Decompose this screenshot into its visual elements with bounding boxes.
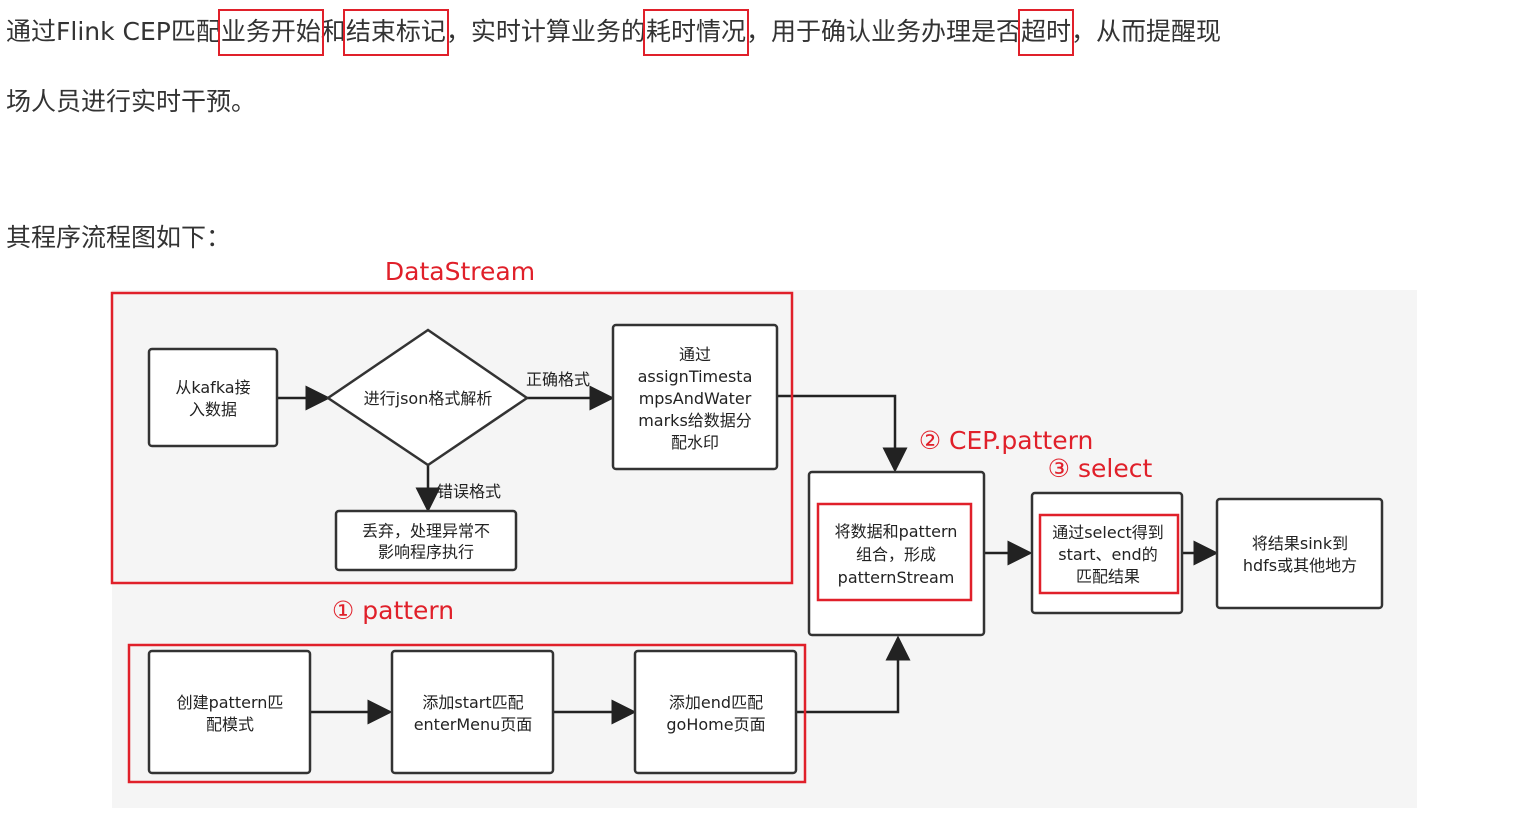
node-select-result — [1030, 491, 1184, 615]
node-text-line: 通过select得到 — [1052, 523, 1164, 542]
text-segment: 和 — [320, 17, 346, 46]
node-text-line: hdfs或其他地方 — [1243, 556, 1357, 575]
node-combine — [807, 470, 986, 637]
node-combine-text: 将数据和pattern 组合，形成 patternStream — [835, 522, 958, 587]
node-json-parse-text: 进行json格式解析 — [364, 389, 493, 408]
highlighted-term: 结束标记 — [345, 17, 446, 46]
edge-label-error: 错误格式 — [437, 482, 501, 501]
highlighted-term: 超时 — [1020, 17, 1071, 46]
node-text-line: marks给数据分 — [638, 411, 752, 430]
highlight-combine — [816, 502, 973, 602]
edge-end-to-combine — [797, 635, 911, 714]
node-text-line: 从kafka接 — [175, 378, 250, 397]
node-json-parse — [325, 328, 530, 467]
node-text-line: mpsAndWater — [639, 389, 752, 408]
flow-intro: 其程序流程图如下： — [6, 223, 232, 252]
node-text-line: 丢弃，处理异常不 — [362, 522, 490, 541]
text-segment: ，实时计算业务的 — [445, 17, 646, 46]
highlighted-term: 耗时情况 — [645, 17, 746, 46]
node-text-line: start、end的 — [1058, 545, 1157, 564]
edge-assign-to-combine — [778, 394, 908, 473]
node-text-line: 组合，形成 — [856, 545, 936, 564]
highlight-datastream — [110, 291, 794, 585]
node-text-line: 匹配结果 — [1076, 567, 1140, 586]
section-pattern-title: ① pattern — [332, 596, 454, 625]
node-text-line: goHome页面 — [666, 715, 765, 734]
node-add-start-text: 添加start匹配 enterMenu页面 — [414, 693, 533, 734]
node-text-line: 配水印 — [671, 433, 719, 452]
section-datastream-title: DataStream — [385, 257, 535, 286]
node-create-pattern-text: 创建pattern匹配模式 — [177, 693, 284, 734]
node-text-line: 入数据 — [189, 400, 237, 419]
node-discard-text: 丢弃，处理异常不影响程序执行 — [362, 522, 490, 562]
text-segment: 通过Flink CEP匹配 — [6, 17, 221, 46]
node-sink-text: 将结果sink到 hdfs或其他地方 — [1243, 534, 1357, 575]
node-text-line: assignTimesta — [638, 367, 753, 386]
node-discard — [334, 509, 518, 572]
node-add-end — [633, 649, 798, 775]
node-add-end-text: 添加end匹配 goHome页面 — [666, 693, 765, 734]
node-text-line: 配模式 — [206, 715, 254, 734]
node-add-start — [390, 649, 555, 775]
node-assign-timestamps — [611, 323, 779, 471]
text-segment: ，从而提醒现 — [1070, 17, 1221, 46]
intro-line-1: 通过Flink CEP匹配业务开始和结束标记，实时计算业务的耗时情况，用于确认业… — [6, 12, 1221, 48]
node-text-line: 添加start匹配 — [422, 693, 523, 712]
text-segment: ，用于确认业务办理是否 — [745, 17, 1021, 46]
node-text-line: 将数据和pattern — [835, 522, 958, 541]
node-text-line: enterMenu页面 — [414, 715, 533, 734]
node-text-line: 通过 — [679, 345, 711, 364]
highlight-select — [1038, 513, 1180, 595]
node-text-line: 将结果sink到 — [1252, 534, 1348, 553]
highlight-pattern — [127, 643, 807, 784]
edge-label-correct: 正确格式 — [526, 370, 590, 389]
node-kafka-text: 从kafka接入数据 — [175, 378, 250, 419]
intro-line-2: 场人员进行实时干预。 — [6, 87, 257, 116]
node-sink — [1215, 497, 1384, 610]
node-text-line: 进行json格式解析 — [364, 389, 493, 408]
node-select-result-text: 通过select得到 start、end的匹配结果 — [1052, 523, 1164, 586]
node-assign-timestamps-text: 通过 assignTimesta mpsAndWater marks给数据分配水印 — [638, 345, 753, 452]
node-text-line: 创建pattern匹 — [177, 693, 284, 712]
highlighted-term: 业务开始 — [220, 17, 321, 46]
section-cep-pattern-title: ② CEP.pattern — [919, 426, 1094, 455]
node-text-line: patternStream — [838, 568, 955, 587]
node-text-line: 影响程序执行 — [378, 543, 474, 562]
node-kafka — [147, 347, 279, 448]
node-create-pattern — [147, 649, 312, 775]
node-text-line: 添加end匹配 — [669, 693, 763, 712]
section-select-title: ③ select — [1048, 454, 1153, 483]
